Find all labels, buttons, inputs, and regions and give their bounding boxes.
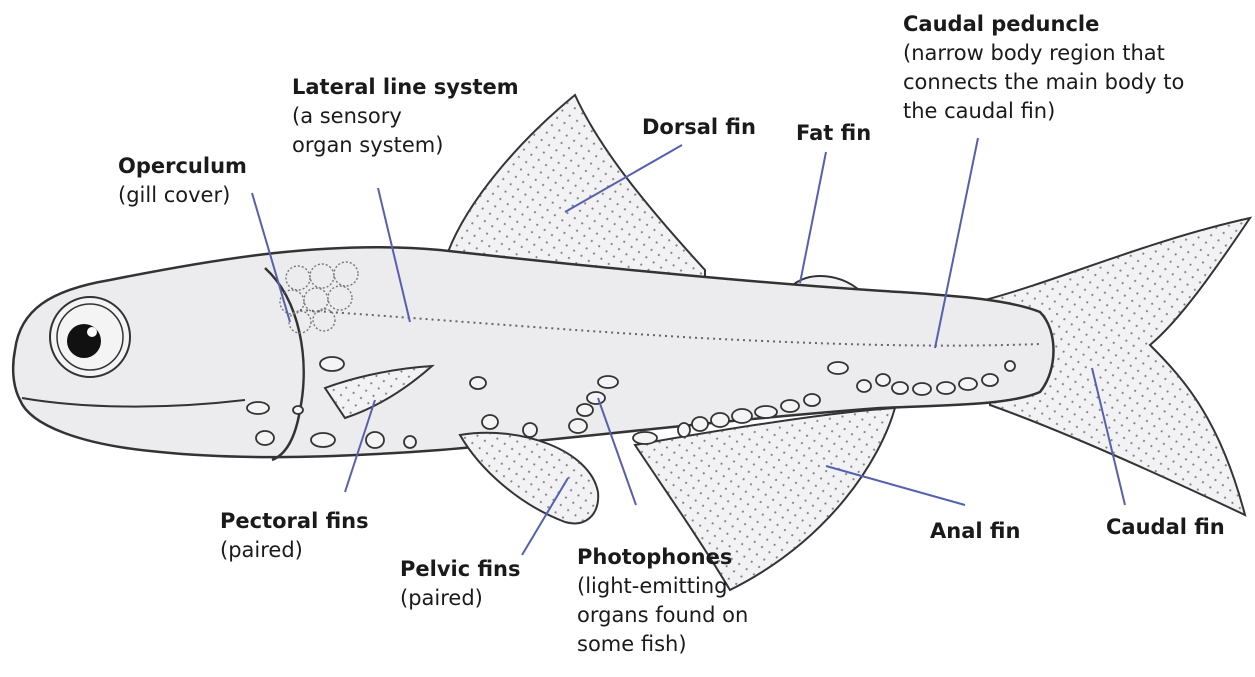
label-caudal-fin: Caudal fin <box>1106 513 1225 542</box>
label-operculum-title: Operculum <box>118 152 247 181</box>
eye <box>50 297 130 377</box>
label-fat-fin: Fat fin <box>796 119 871 148</box>
label-pelvic-fins-title: Pelvic fins <box>400 555 521 584</box>
label-pectoral-fins-sub: (paired) <box>220 536 369 565</box>
label-pectoral-fins: Pectoral fins (paired) <box>220 507 369 565</box>
label-photophones-sub3: some fish) <box>577 630 748 659</box>
label-lateral-line-title: Lateral line system <box>292 73 519 102</box>
label-pectoral-fins-title: Pectoral fins <box>220 507 369 536</box>
label-lateral-line-sub2: organ system) <box>292 131 519 160</box>
label-dorsal-fin: Dorsal fin <box>642 113 756 142</box>
label-caudal-peduncle-title: Caudal peduncle <box>903 10 1184 39</box>
label-dorsal-fin-title: Dorsal fin <box>642 113 756 142</box>
label-caudal-fin-title: Caudal fin <box>1106 513 1225 542</box>
label-fat-fin-title: Fat fin <box>796 119 871 148</box>
label-lateral-line: Lateral line system (a sensory organ sys… <box>292 73 519 160</box>
label-caudal-peduncle: Caudal peduncle (narrow body region that… <box>903 10 1184 126</box>
label-photophones-title: Photophones <box>577 543 748 572</box>
label-photophones: Photophones (light-emitting organs found… <box>577 543 748 659</box>
label-caudal-peduncle-sub1: (narrow body region that <box>903 39 1184 68</box>
label-pelvic-fins-sub: (paired) <box>400 584 521 613</box>
label-pelvic-fins: Pelvic fins (paired) <box>400 555 521 613</box>
label-anal-fin-title: Anal fin <box>930 517 1020 546</box>
label-operculum: Operculum (gill cover) <box>118 152 247 210</box>
label-caudal-peduncle-sub2: connects the main body to <box>903 68 1184 97</box>
label-lateral-line-sub1: (a sensory <box>292 102 519 131</box>
pelvic-fin-rays <box>460 433 598 524</box>
label-photophones-sub1: (light-emitting <box>577 572 748 601</box>
label-photophones-sub2: organs found on <box>577 601 748 630</box>
label-operculum-sub: (gill cover) <box>118 181 247 210</box>
label-anal-fin: Anal fin <box>930 517 1020 546</box>
leader-fat-fin <box>800 152 826 283</box>
label-caudal-peduncle-sub3: the caudal fin) <box>903 97 1184 126</box>
